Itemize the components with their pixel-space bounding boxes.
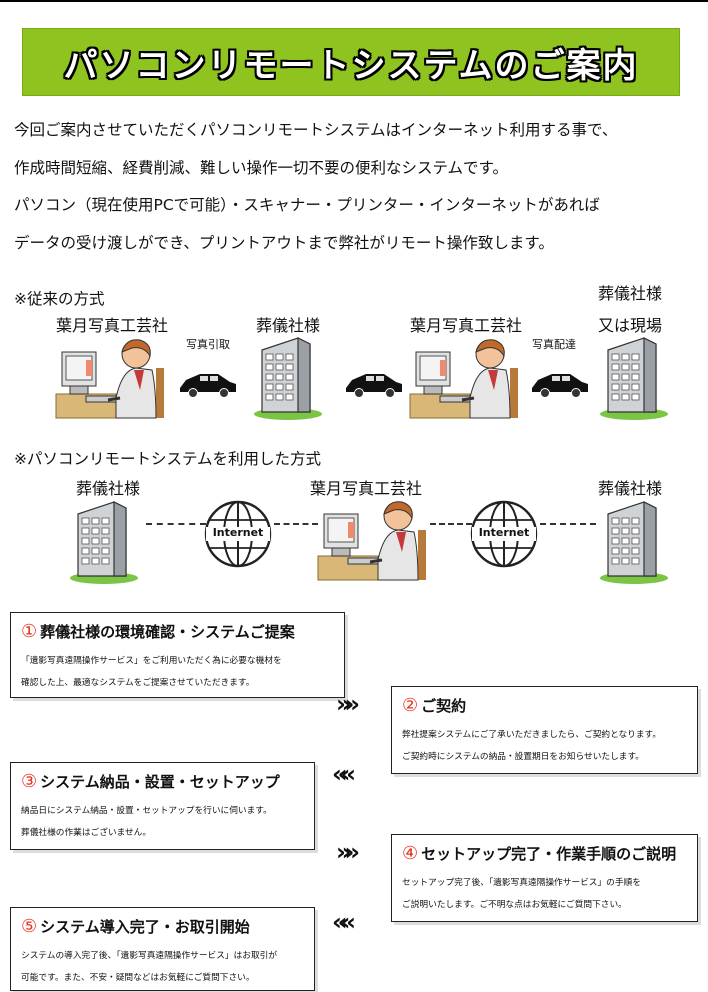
connection-line (274, 523, 318, 525)
car-icon (345, 373, 403, 398)
photographer-illustration (408, 338, 520, 420)
connection-line (540, 523, 596, 525)
conventional-company-label: 葉月写真工芸社 (56, 316, 169, 335)
step-3-body: 納品日にシステム納品・設置・セットアップを行いに伺います。 葬儀社様の作業はござ… (21, 806, 272, 838)
remote-left-label: 葬儀社様 (76, 479, 141, 498)
destination-label-line1: 葬儀社様 (598, 284, 663, 303)
conventional-heading: ※従来の方式 (14, 290, 105, 308)
intro-text: 今回ご案内させていただくパソコンリモートシステムはインターネット利用する事で、 … (14, 112, 704, 262)
remote-right-label: 葬儀社様 (598, 479, 663, 498)
photographer-illustration (316, 500, 428, 582)
connection-line (430, 523, 472, 525)
step-number: ① (21, 621, 38, 642)
conventional-company-label-2: 葉月写真工芸社 (410, 316, 523, 335)
step-number: ③ (21, 771, 38, 792)
internet-label: Internet (212, 526, 264, 539)
internet-label: Internet (478, 526, 530, 539)
conventional-funeral-label: 葬儀社様 (256, 316, 321, 335)
intro-line: 作成時間短縮、経費削減、難しい操作一切不要の便利なシステムです。 (14, 158, 508, 177)
step-number: ② (402, 695, 419, 716)
top-border (0, 0, 708, 2)
building-icon (69, 501, 139, 585)
building-icon (599, 337, 669, 421)
step-1-body: 「遺影写真遠隔操作サービス」をご利用いただく為に必要な機材を 確認した上、最適な… (21, 656, 282, 688)
intro-line: パソコン（現在使用PCで可能）・スキャナー・プリンター・インターネットがあれば (14, 196, 600, 214)
remote-center-label: 葉月写真工芸社 (310, 479, 423, 498)
connection-line (146, 523, 206, 525)
page-title: パソコンリモートシステムのご案内 (22, 28, 680, 96)
step-5-body: システムの導入完了後、「遺影写真遠隔操作サービス」はお取引が 可能です。また、不… (21, 951, 278, 983)
car-icon (179, 373, 237, 398)
step-4-body: セットアップ完了後、「遺影写真遠隔操作サービス」の手順を ご説明いたします。ご不… (402, 878, 641, 910)
arrow-right-icon: »» (336, 690, 360, 718)
step-number: ④ (402, 843, 419, 864)
photo-delivery-label: 写真配達 (532, 338, 576, 351)
arrow-left-icon: «« (332, 760, 356, 788)
building-icon (599, 501, 669, 585)
car-icon (531, 373, 589, 398)
photo-pickup-label: 写真引取 (186, 338, 230, 351)
destination-label-line2: 又は現場 (598, 316, 663, 335)
photographer-illustration (54, 338, 166, 420)
arrow-left-icon: «« (332, 908, 356, 936)
intro-line: データの受け渡しができ、プリントアウトまで弊社がリモート操作致します。 (14, 233, 554, 252)
remote-heading: ※パソコンリモートシステムを利用した方式 (14, 450, 322, 468)
arrow-right-icon: »» (336, 838, 360, 866)
intro-line: 今回ご案内させていただくパソコンリモートシステムはインターネット利用する事で、 (14, 121, 618, 139)
building-icon (253, 337, 323, 421)
step-number: ⑤ (21, 916, 38, 937)
step-2-body: 弊社提案システムにご了承いただきましたら、ご契約となります。 ご契約時にシステム… (402, 730, 662, 762)
